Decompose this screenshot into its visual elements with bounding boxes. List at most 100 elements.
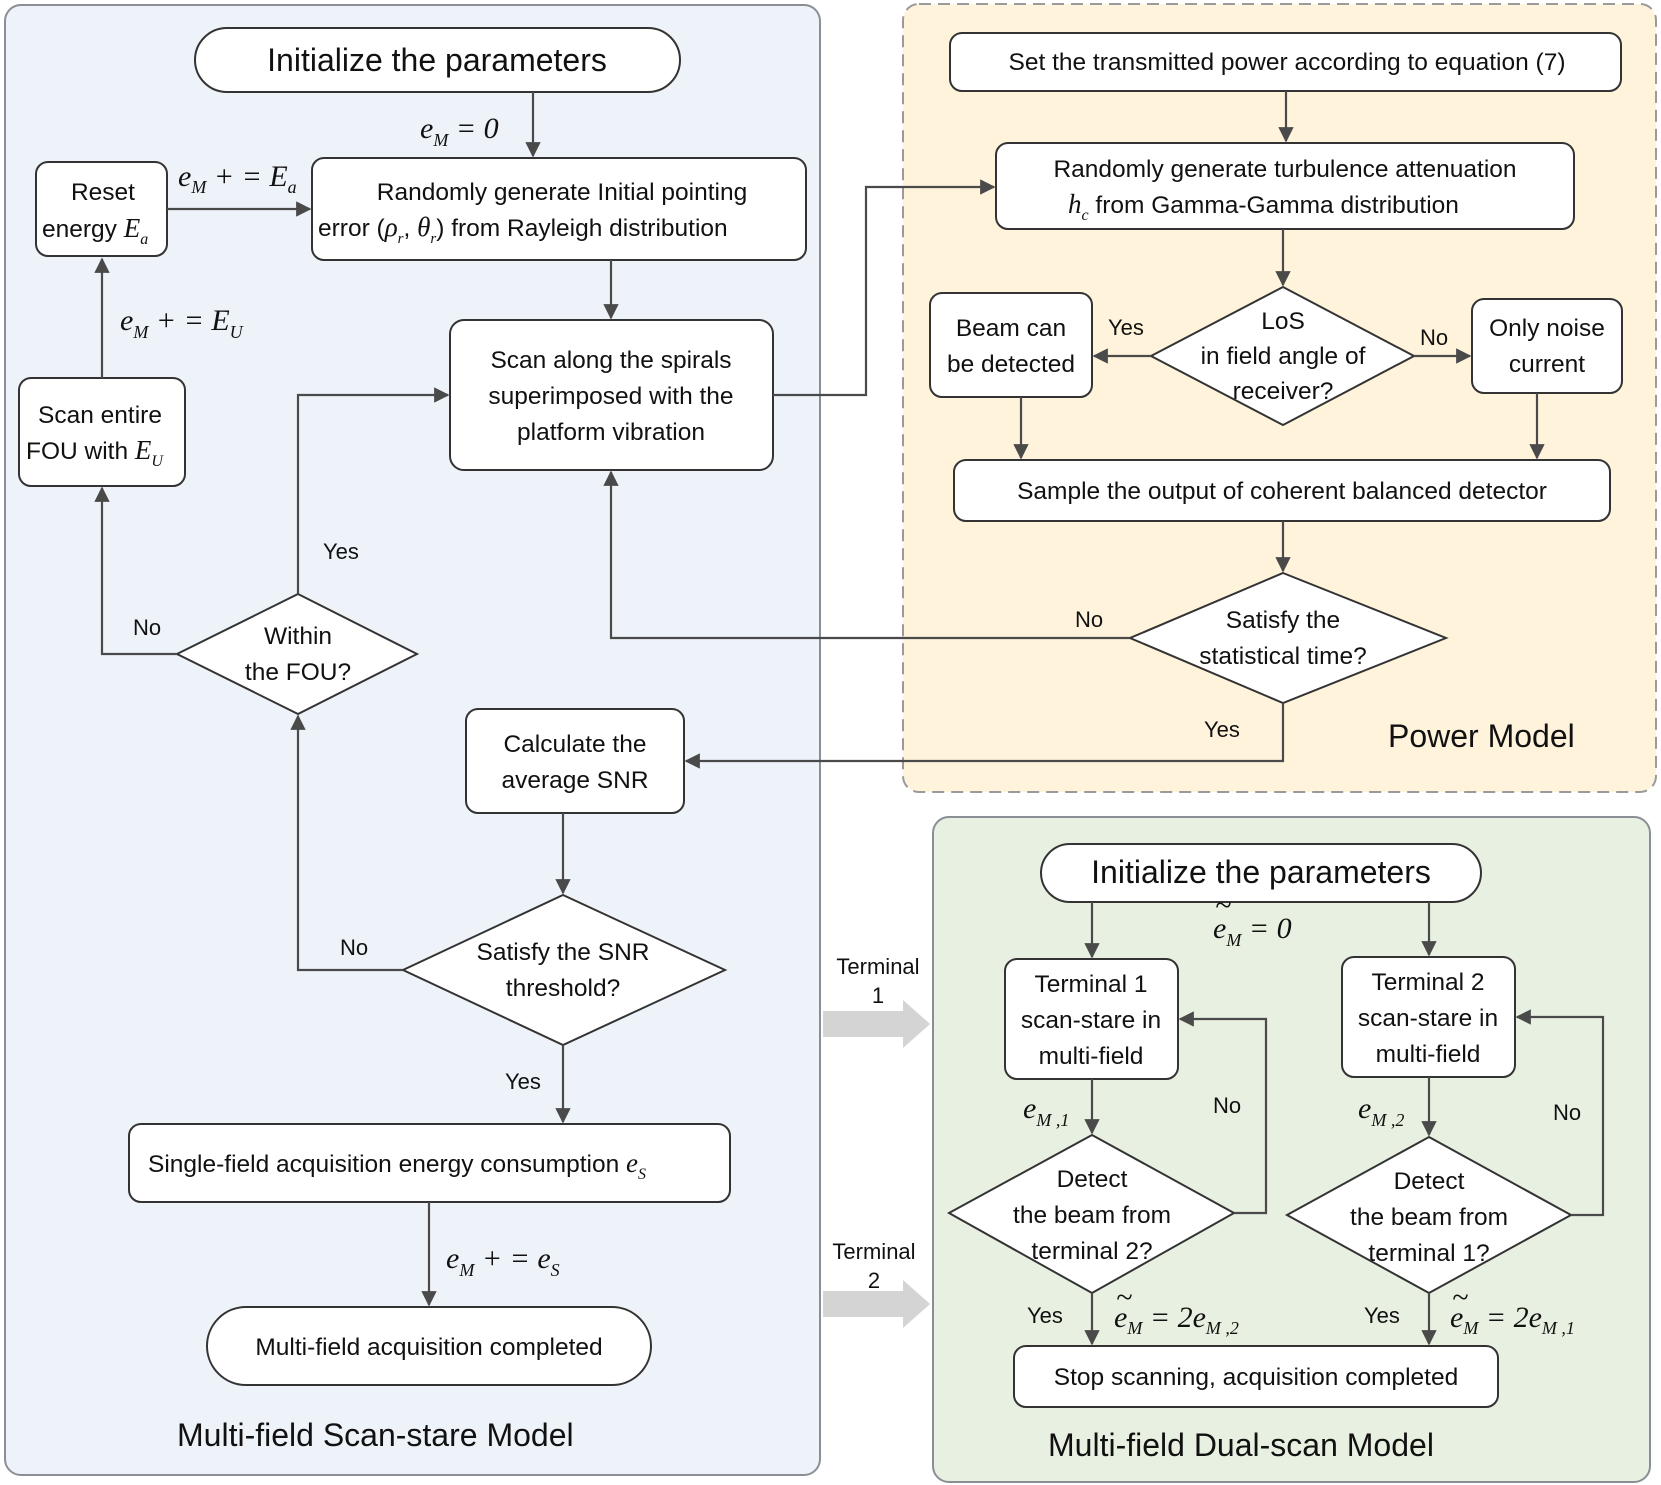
no-label-stat-time: No — [1075, 607, 1103, 632]
terminal-1-label: Terminal — [836, 954, 919, 979]
single-field-energy-node: Single-field acquisition energy consumpt… — [128, 1123, 731, 1203]
em-tilde-zero-equation: eM = 0 ~ — [1213, 889, 1292, 950]
svg-text:Satisfy the SNR: Satisfy the SNR — [477, 939, 650, 966]
svg-text:FOU with EU: FOU with EU — [26, 435, 164, 470]
svg-text:eM = 2eM ,2: eM = 2eM ,2 — [1114, 1301, 1239, 1338]
scan-spirals-node: Scan along the spirals superimposed with… — [449, 319, 774, 471]
svg-text:terminal 1?: terminal 1? — [1368, 1240, 1489, 1267]
dual-scan-title: Multi-field Dual-scan Model — [1048, 1427, 1434, 1463]
svg-text:the FOU?: the FOU? — [245, 659, 351, 686]
em-zero-equation: eM = 0 — [420, 112, 499, 150]
svg-text:threshold?: threshold? — [506, 975, 620, 1002]
multi-field-completed-node: Multi-field acquisition completed — [206, 1306, 652, 1386]
svg-text:eM = 0: eM = 0 — [1213, 912, 1292, 950]
set-power-node: Set the transmitted power according to e… — [949, 32, 1622, 92]
dual-init-parameters-node: Initialize the parameters — [1040, 843, 1482, 903]
svg-text:the beam from: the beam from — [1013, 1202, 1171, 1229]
terminal-1-number: 1 — [872, 983, 884, 1008]
svg-text:Reset: Reset — [71, 179, 135, 206]
yes-label-snr: Yes — [505, 1069, 541, 1094]
svg-text:Initialize the parameters: Initialize the parameters — [1091, 854, 1431, 890]
no-label-detect-2: No — [1553, 1100, 1581, 1125]
svg-text:Randomly generate Initial poi: Randomly generate Initial pointing — [377, 179, 747, 206]
em-tilde-2em2-equation: eM = 2eM ,2 ~ — [1114, 1281, 1239, 1338]
random-pointing-error-node: Randomly generate Initial pointing error… — [311, 157, 807, 261]
svg-text:receiver?: receiver? — [1233, 378, 1334, 405]
yes-label-detect-2: Yes — [1364, 1303, 1400, 1328]
yes-label-los: Yes — [1108, 315, 1144, 340]
connectors — [94, 91, 1605, 1346]
svg-text:Single-field acquisition energ: Single-field acquisition energy consumpt… — [148, 1148, 646, 1183]
svg-text:Calculate the: Calculate the — [503, 731, 646, 758]
svg-text:Within: Within — [264, 623, 332, 650]
svg-text:Initialize the parameters: Initialize the parameters — [267, 42, 607, 78]
svg-text:Set the transmitted power acco: Set the transmitted power according to e… — [1008, 49, 1565, 76]
yes-label-detect-1: Yes — [1027, 1303, 1063, 1328]
svg-text:Scan entire: Scan entire — [38, 402, 162, 429]
svg-text:multi-field: multi-field — [1376, 1041, 1481, 1068]
svg-text:the beam from: the beam from — [1350, 1204, 1508, 1231]
svg-text:Satisfy the: Satisfy the — [1226, 607, 1340, 634]
terminal-2-transfer-arrow — [823, 1280, 930, 1328]
svg-text:Randomly generate turbulence a: Randomly generate turbulence attenuation — [1053, 156, 1516, 183]
turbulence-node: Randomly generate turbulence attenuation… — [995, 142, 1575, 230]
no-label-within-fou: No — [133, 615, 161, 640]
svg-text:LoS: LoS — [1261, 308, 1305, 335]
reset-energy-node: Reset energy Ea — [35, 161, 168, 257]
snr-threshold-decision: Satisfy the SNR threshold? — [400, 893, 728, 1047]
svg-text:Stop scanning, acquisition com: Stop scanning, acquisition completed — [1054, 1364, 1459, 1391]
terminal-1-scan-node: Terminal 1 scan-stare in multi-field — [1004, 958, 1179, 1080]
svg-text:current: current — [1509, 351, 1585, 378]
terminal-2-scan-node: Terminal 2 scan-stare in multi-field — [1341, 956, 1516, 1078]
stop-scanning-node: Stop scanning, acquisition completed — [1013, 1345, 1499, 1408]
svg-text:~: ~ — [1116, 1281, 1132, 1314]
svg-text:platform vibration: platform vibration — [517, 419, 705, 446]
svg-text:Scan along the spirals: Scan along the spirals — [490, 347, 731, 374]
svg-text:statistical time?: statistical time? — [1199, 643, 1366, 670]
within-fou-decision: Within the FOU? — [174, 592, 420, 716]
scan-stare-title: Multi-field Scan-stare Model — [177, 1417, 574, 1453]
beam-detected-node: Beam can be detected — [929, 292, 1093, 398]
terminal-2-label: Terminal — [832, 1239, 915, 1264]
yes-label-within-fou: Yes — [323, 539, 359, 564]
svg-text:hc from Gamma-Gamma distribut: hc from Gamma-Gamma distribution — [1068, 189, 1459, 224]
svg-text:Terminal 2: Terminal 2 — [1371, 969, 1484, 996]
power-model-title: Power Model — [1388, 718, 1575, 754]
svg-text:superimposed with the: superimposed with the — [488, 383, 733, 410]
init-parameters-node: Initialize the parameters — [194, 27, 681, 93]
svg-text:Detect: Detect — [1394, 1168, 1465, 1195]
svg-text:terminal 2?: terminal 2? — [1031, 1238, 1152, 1265]
svg-text:multi-field: multi-field — [1039, 1043, 1144, 1070]
svg-text:eM = 0: eM = 0 — [420, 112, 499, 150]
no-label-detect-1: No — [1213, 1093, 1241, 1118]
sample-detector-node: Sample the output of coherent balanced d… — [953, 459, 1611, 522]
svg-text:Terminal 1: Terminal 1 — [1034, 971, 1147, 998]
svg-text:energy Ea: energy Ea — [42, 213, 148, 248]
svg-text:~: ~ — [1452, 1281, 1468, 1314]
svg-text:Only noise: Only noise — [1489, 315, 1605, 342]
yes-label-stat-time: Yes — [1204, 717, 1240, 742]
svg-text:~: ~ — [1215, 889, 1231, 922]
svg-text:be detected: be detected — [947, 351, 1075, 378]
detect-from-terminal-2-decision: Detect the beam from terminal 2? — [946, 1133, 1237, 1295]
scan-entire-fou-node: Scan entire FOU with EU — [18, 377, 186, 487]
terminal-2-number: 2 — [868, 1268, 880, 1293]
svg-text:error (ρr, θr) from Rayleigh d: error (ρr, θr) from Rayleigh distributio… — [318, 212, 728, 247]
statistical-time-decision: Satisfy the statistical time? — [1127, 571, 1449, 705]
los-decision: LoS in field angle of receiver? — [1148, 285, 1417, 427]
svg-text:scan-stare in: scan-stare in — [1358, 1005, 1498, 1032]
svg-text:scan-stare in: scan-stare in — [1021, 1007, 1161, 1034]
svg-text:Beam can: Beam can — [956, 315, 1066, 342]
svg-text:Sample the output of coherent: Sample the output of coherent balanced d… — [1017, 478, 1547, 505]
no-label-los: No — [1420, 325, 1448, 350]
svg-text:Multi-field acquisition comple: Multi-field acquisition completed — [255, 1334, 602, 1361]
detect-from-terminal-1-decision: Detect the beam from terminal 1? — [1284, 1135, 1574, 1295]
noise-current-node: Only noise current — [1471, 298, 1623, 394]
calculate-snr-node: Calculate the average SNR — [465, 708, 685, 814]
svg-text:in field angle of: in field angle of — [1201, 343, 1366, 370]
svg-text:average SNR: average SNR — [501, 767, 648, 794]
no-label-snr: No — [340, 935, 368, 960]
terminal-1-transfer-arrow — [823, 1000, 930, 1048]
svg-text:Detect: Detect — [1057, 1166, 1128, 1193]
